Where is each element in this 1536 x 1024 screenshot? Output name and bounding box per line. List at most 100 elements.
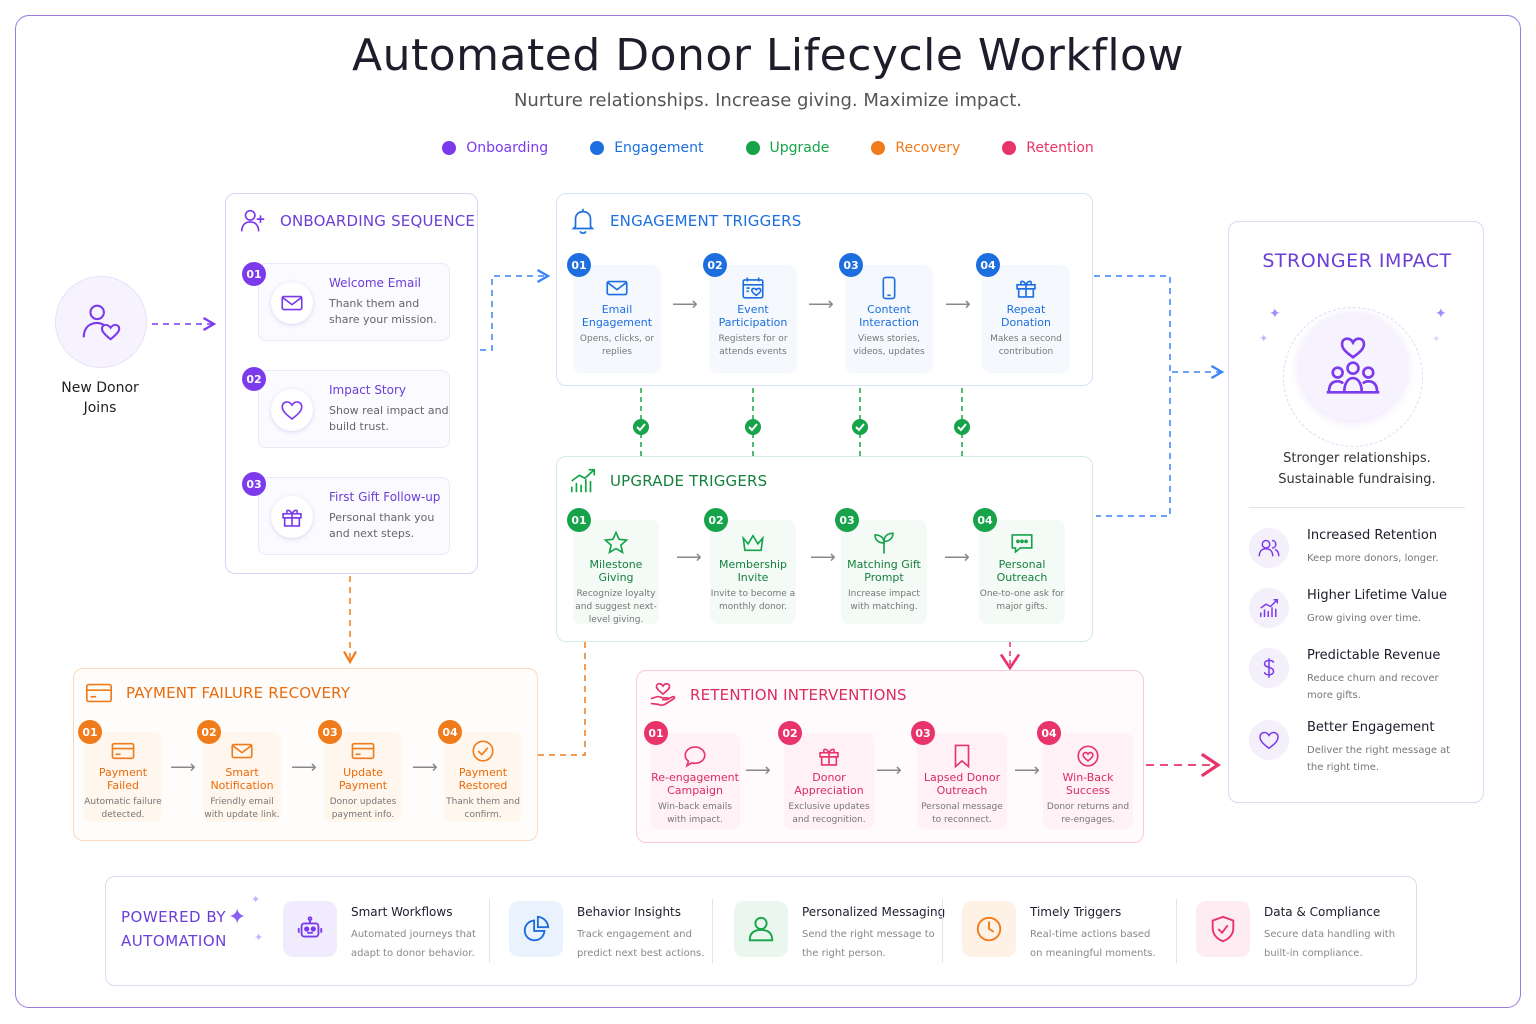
step-title: Win-Back Success [1062, 771, 1114, 797]
person-icon-wrap [734, 901, 788, 957]
legend-item-retention: Retention [1002, 140, 1094, 156]
step-badge: 02 [703, 253, 727, 277]
person-icon [748, 916, 774, 942]
impact-tagline: Stronger relationships. Sustainable fund… [1229, 448, 1485, 490]
onboarding-header-label: ONBOARDING SEQUENCE [280, 212, 476, 230]
sparkle-icon: ✦ [228, 905, 247, 930]
sprout-icon [874, 532, 894, 554]
check-circle-icon-wrap [444, 738, 522, 764]
step-badge: 02 [242, 367, 266, 391]
flow-arrow-icon: ⟶ [291, 757, 317, 778]
heart-badge-icon-wrap [1043, 743, 1133, 769]
step-desc: Registers for or attends events [718, 334, 788, 357]
step-desc: Views stories, videos, updates [853, 334, 925, 357]
gift-icon [282, 509, 302, 527]
sparkle-icon: ✦ [1259, 332, 1269, 345]
new-donor-node[interactable] [55, 276, 147, 368]
upgrade-header: UPGRADE TRIGGERS [568, 466, 767, 496]
phone-icon [882, 276, 896, 300]
gift-icon [819, 748, 839, 766]
legend-item-onboarding: Onboarding [442, 140, 548, 156]
heart-badge-icon [1077, 745, 1099, 767]
bell-icon [571, 208, 595, 235]
step-desc: Friendly email with update link. [204, 797, 280, 820]
powered-item-desc: Track engagement and predict next best a… [577, 929, 705, 959]
onboarding-step-impact-story[interactable]: Impact Story Show real impact and build … [258, 370, 450, 448]
new-donor-label-line2: Joins [83, 400, 117, 416]
chat-bubble-icon-wrap [650, 743, 740, 769]
card-icon [85, 683, 113, 703]
step-title: Impact Story [329, 383, 407, 397]
onboarding-step-first-gift[interactable]: First Gift Follow-up Personal thank you … [258, 477, 450, 555]
powered-item-desc: Send the right message to the right pers… [802, 929, 935, 959]
step-title: Update Payment [338, 766, 388, 792]
feature-desc: Deliver the right message at the right t… [1307, 745, 1451, 773]
onboarding-step-welcome-email[interactable]: Welcome Email Thank them and share your … [258, 263, 450, 341]
mail-icon-wrap [203, 738, 281, 764]
retention-header: RETENTION INTERVENTIONS [648, 680, 907, 710]
user-heart-icon [82, 304, 121, 341]
step-desc: Win-back emails with impact. [658, 802, 732, 825]
step-desc: Donor updates payment info. [329, 797, 397, 820]
sparkle-icon: ✦ [1269, 306, 1281, 322]
gift-icon-wrap [271, 496, 313, 538]
sparkle-icon: ✦ [254, 931, 264, 944]
engagement-header: ENGAGEMENT TRIGGERS [568, 206, 801, 236]
legend-label: Retention [1026, 140, 1094, 156]
flow-arrow-icon: ⟶ [944, 547, 970, 568]
step-title: Lapsed Donor Outreach [923, 771, 1001, 797]
step-desc: Opens, clicks, or replies [579, 334, 655, 357]
step-badge: 01 [242, 262, 266, 286]
powered-item-title: Personalized Messaging [802, 905, 946, 919]
step-badge: 03 [911, 721, 935, 745]
powered-item-title: Behavior Insights [577, 905, 682, 919]
impact-header: STRONGER IMPACT [1262, 250, 1452, 272]
legend-label: Onboarding [466, 140, 549, 156]
step-title: Matching Gift Prompt [847, 558, 921, 584]
separator [942, 899, 943, 963]
step-desc: One-to-one ask for major gifts. [979, 589, 1065, 612]
star-icon [603, 530, 629, 555]
bookmark-icon [954, 744, 970, 769]
card-icon [351, 742, 375, 760]
impact-divider [1249, 507, 1465, 508]
sparkle-icon: ✦ [1432, 334, 1441, 345]
impact-tagline-line1: Stronger relationships. [1283, 451, 1431, 466]
powered-item-title: Smart Workflows [351, 905, 453, 919]
shield-icon [1211, 915, 1235, 943]
mail-icon-wrap [271, 282, 313, 324]
robot-icon [297, 916, 323, 938]
feature-title: Better Engagement [1307, 720, 1435, 735]
feature-better-engagement: Better Engagement Deliver the right mess… [1249, 720, 1479, 780]
feature-predictable-revenue: Predictable Revenue Reduce churn and rec… [1249, 648, 1479, 708]
flow-arrow-icon: ⟶ [808, 294, 834, 315]
step-desc: Recognize loyalty and suggest next-level… [575, 589, 657, 625]
clock-icon-wrap [962, 901, 1016, 957]
legend-item-engagement: Engagement [590, 140, 704, 156]
step-desc: Personal thank you and next steps. [329, 511, 435, 540]
sparkle-icon: ✦ [251, 893, 261, 906]
separator [489, 899, 490, 963]
hand-heart-icon [650, 682, 676, 706]
new-donor-label-line1: New Donor [61, 380, 139, 396]
step-desc: Show real impact and build trust. [329, 404, 449, 433]
powered-by-panel: POWERED BY AUTOMATION ✦ ✦ ✦ Smart Workfl… [105, 876, 1417, 986]
legend-item-upgrade: Upgrade [745, 140, 829, 156]
